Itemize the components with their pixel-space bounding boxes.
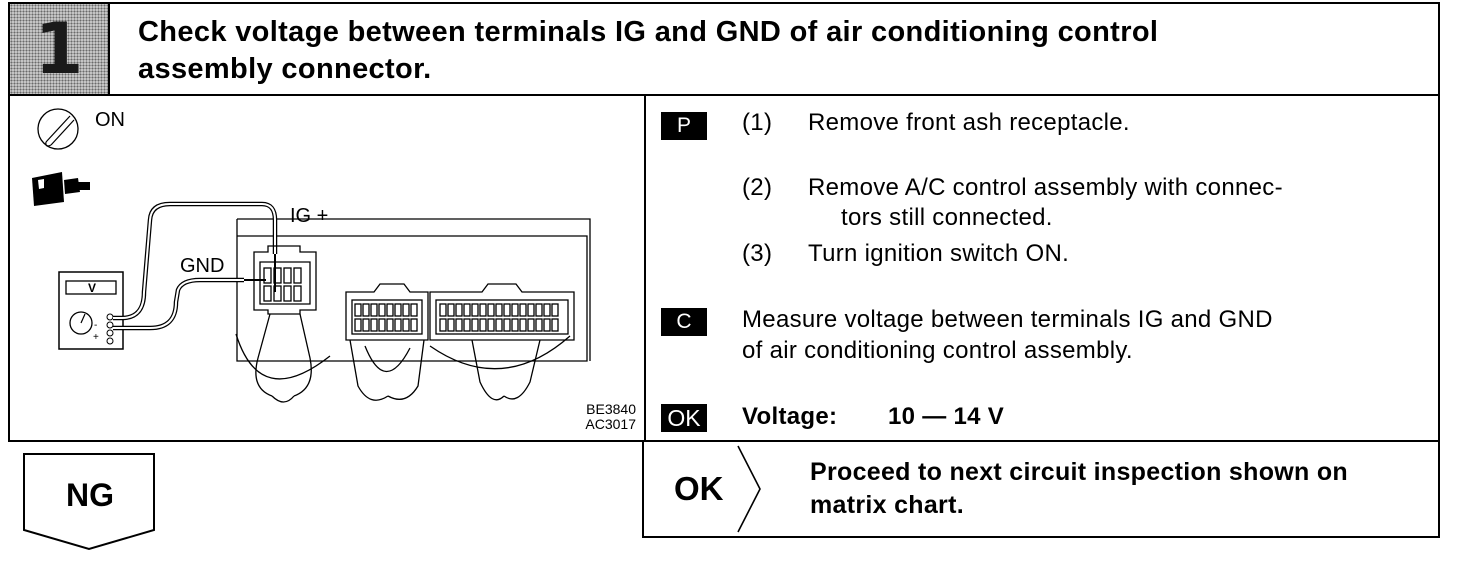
ecu-outline — [236, 218, 591, 362]
ng-result-badge: NG — [22, 452, 158, 552]
ok-result-text: Proceed to next circuit inspection shown… — [810, 456, 1348, 522]
ignition-key-icon — [37, 108, 79, 150]
switch-on-label: ON — [95, 109, 125, 131]
prep-tag: P — [661, 112, 707, 140]
step-header: 1 Check voltage between terminals IG and… — [8, 2, 1440, 96]
meter-display: V — [88, 281, 96, 295]
step-2-text-line-2: tors still connected. — [841, 204, 1053, 231]
check-tag: C — [661, 308, 707, 336]
step-1-number: (1) — [742, 109, 773, 136]
step-1-text: Remove front ash receptacle. — [808, 109, 1130, 136]
step-2-text-line-1: Remove A/C control assembly with connec- — [808, 174, 1283, 201]
ok-result-label: OK — [674, 470, 724, 507]
step-title: Check voltage between terminals IG and G… — [138, 14, 1158, 88]
step-body: ON V - + — [8, 96, 1440, 442]
svg-text:-: - — [94, 320, 97, 331]
voltage-value: 10 — 14 V — [888, 403, 1005, 430]
step-number: 1 — [34, 8, 84, 90]
step-2-number: (2) — [742, 174, 773, 201]
ok-result-text-line-2: matrix chart. — [810, 491, 964, 519]
voltmeter: V - + — [58, 271, 124, 350]
step-title-line-2: assembly connector. — [138, 53, 432, 85]
ok-result-text-line-1: Proceed to next circuit inspection shown… — [810, 458, 1348, 486]
svg-text:+: + — [93, 332, 99, 343]
column-divider — [644, 96, 646, 440]
connector-2 — [345, 283, 429, 401]
ig-terminal-label: IG + — [290, 205, 328, 227]
ng-result-label: NG — [66, 477, 114, 513]
connector-3 — [429, 283, 575, 401]
check-text-line-2: of air conditioning control assembly. — [742, 337, 1133, 364]
connector-plug-icon — [32, 172, 90, 206]
step-3-text: Turn ignition switch ON. — [808, 240, 1070, 267]
ok-result-box: OK Proceed to next circuit inspection sh… — [642, 440, 1440, 538]
step-3-number: (3) — [742, 240, 773, 267]
wiring-diagram: ON V - + — [32, 108, 636, 432]
figure-code-1: BE3840 — [586, 401, 636, 417]
probe-leads — [113, 201, 278, 331]
voltage-label: Voltage: — [742, 403, 838, 430]
figure-code-2: AC3017 — [585, 416, 636, 432]
gnd-terminal-label: GND — [180, 255, 224, 277]
ng-arrow-shape — [23, 453, 155, 551]
check-text-line-1: Measure voltage between terminals IG and… — [742, 306, 1273, 333]
chevron-right-icon — [737, 445, 761, 533]
step-number-box: 1 — [10, 4, 110, 94]
connector-1 — [235, 245, 331, 403]
ok-tag: OK — [661, 404, 707, 432]
step-title-line-1: Check voltage between terminals IG and G… — [138, 16, 1159, 48]
